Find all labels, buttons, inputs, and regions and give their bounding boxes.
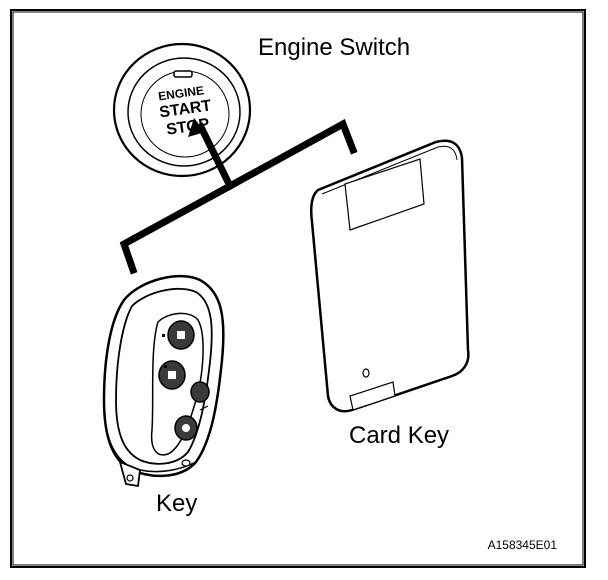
connector-arrowhead bbox=[188, 118, 205, 137]
engine-switch-icon: ENGINE START STOP bbox=[112, 42, 252, 178]
trunk-button-icon bbox=[190, 381, 210, 403]
label-engine-switch: Engine Switch bbox=[258, 34, 410, 61]
switch-text-line1: ENGINE bbox=[157, 83, 205, 103]
connector-lines bbox=[119, 119, 358, 275]
card-key-icon bbox=[310, 139, 470, 413]
label-card-key: Card Key bbox=[349, 422, 449, 449]
figure-frame bbox=[10, 9, 586, 568]
figure-code: A158345E01 bbox=[488, 538, 558, 552]
label-key: Key bbox=[156, 490, 197, 517]
figure-frame-inner bbox=[12, 11, 584, 566]
key-fob-icon bbox=[102, 274, 225, 488]
